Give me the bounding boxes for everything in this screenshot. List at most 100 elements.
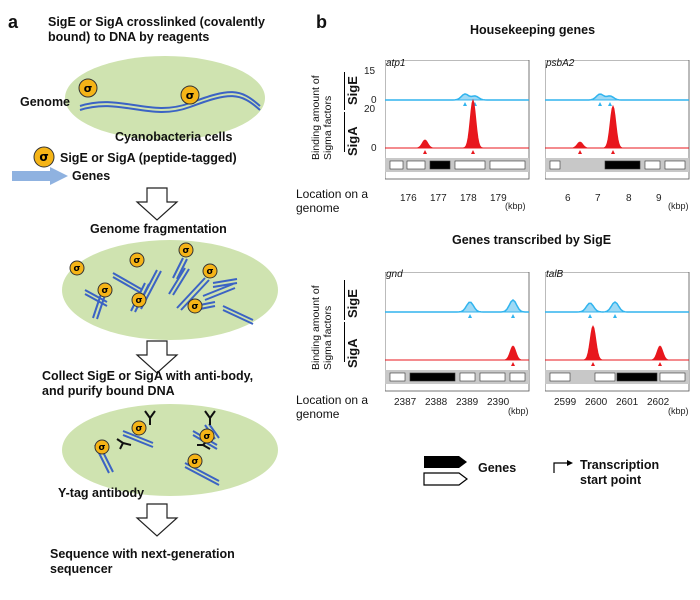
sigma-factor-icon: σ	[69, 260, 85, 276]
sige-track-label: SigE	[345, 289, 360, 318]
down-arrow-icon	[135, 187, 179, 221]
tick-label: 9	[656, 193, 662, 204]
legend-genes-label: Genes	[478, 461, 517, 475]
gene-title-atp1: atp1	[386, 58, 406, 69]
sigma-factor-icon: σ	[202, 263, 218, 279]
step3-text: Collect SigE or SigA with anti-body, and…	[42, 369, 254, 398]
tick-label: 6	[565, 193, 571, 204]
sige-track-label: SigE	[345, 76, 360, 105]
gene	[459, 372, 476, 382]
gene	[479, 372, 506, 382]
cyanobacteria-cell	[65, 56, 265, 140]
tick-label: 2602	[647, 397, 670, 408]
sigma-factor-icon: σ	[129, 252, 145, 268]
tick-label: 176	[400, 193, 417, 204]
genes-arrow-icon	[12, 167, 68, 185]
unit-label: (kbp)	[508, 406, 529, 416]
gene	[389, 372, 406, 382]
sige-peak-marker	[613, 314, 617, 318]
gene	[549, 372, 571, 382]
sige-scale-max: 15	[364, 66, 376, 77]
gene	[659, 372, 686, 382]
siga-scale-max: 20	[364, 104, 376, 115]
sige-scale-line	[344, 72, 345, 110]
svg-text:σ: σ	[98, 443, 105, 453]
svg-text:σ: σ	[203, 432, 210, 442]
sige-scale-zero: 0	[371, 95, 377, 106]
step4-text: Sequence with next-generation sequencer	[50, 547, 235, 576]
svg-text:σ: σ	[73, 264, 80, 274]
gene-title-gnd: gnd	[386, 269, 403, 280]
gene	[389, 160, 404, 170]
unit-label: (kbp)	[505, 201, 526, 211]
tick-label: 179	[490, 193, 507, 204]
genome-dna-strand	[79, 91, 261, 109]
svg-text:σ: σ	[84, 82, 93, 95]
antibody-label: Y-tag antibody	[58, 486, 145, 500]
gene	[406, 160, 426, 170]
tick-label: 2387	[394, 397, 417, 408]
svg-text:σ: σ	[191, 457, 198, 467]
sigma-factor-icon: σ	[178, 242, 194, 258]
legend-genes-text: Genes	[72, 169, 111, 183]
tick-label: 177	[430, 193, 447, 204]
sigma-factor-icon: σ	[94, 439, 110, 455]
target-gene	[409, 372, 456, 382]
gene-track	[385, 370, 529, 384]
tick-label: 2390	[487, 397, 510, 408]
svg-text:σ: σ	[101, 286, 108, 296]
gene	[509, 372, 526, 382]
svg-text:σ: σ	[135, 296, 142, 306]
panel-b-label: b	[316, 12, 327, 32]
genome-label: Genome	[20, 95, 71, 109]
svg-text:σ: σ	[206, 267, 213, 277]
gene-title-talB: talB	[546, 269, 564, 280]
unit-label: (kbp)	[668, 201, 689, 211]
tss-arrow-icon	[553, 460, 573, 473]
gnd-track-plot	[385, 272, 530, 392]
sigma-factor-icon: σ	[187, 298, 203, 314]
target-gene	[616, 372, 658, 382]
target-gene	[429, 160, 451, 170]
siga-track-label: SigA	[345, 126, 360, 156]
sigma-legend-icon: σ	[33, 146, 55, 168]
svg-text:σ: σ	[135, 424, 142, 434]
siga-peak-marker	[423, 150, 427, 154]
tick-label: 8	[626, 193, 632, 204]
gene	[664, 160, 686, 170]
siga-peak-marker	[591, 362, 595, 366]
gene	[454, 160, 486, 170]
panel-a-label: a	[8, 12, 19, 32]
siga-scale-zero: 0	[371, 143, 377, 154]
target-gene	[604, 160, 641, 170]
psbA2-track-plot	[545, 60, 690, 180]
svg-text:σ: σ	[182, 246, 189, 256]
sige-peak-marker	[588, 314, 592, 318]
siga-peak-marker	[611, 150, 615, 154]
talB-track-plot	[545, 272, 690, 392]
sige-scale-line	[344, 280, 345, 320]
sige-peak-marker	[511, 314, 515, 318]
step1-text: SigE or SigA crosslinked (covalently bou…	[48, 15, 265, 44]
unit-label: (kbp)	[668, 406, 689, 416]
sige-peak-marker	[468, 314, 472, 318]
siga-peak-marker	[511, 362, 515, 366]
cell-genome-diagram: σ σ	[65, 56, 265, 140]
tick-label: 178	[460, 193, 477, 204]
siga-scale-line	[344, 112, 345, 152]
sige-peak-marker	[598, 102, 602, 106]
gene-legend-open-icon	[423, 472, 468, 486]
gene	[489, 160, 526, 170]
sige-genes-title: Genes transcribed by SigE	[452, 233, 612, 247]
svg-text:σ: σ	[39, 150, 48, 164]
sige-peak-marker	[608, 102, 612, 106]
svg-text:σ: σ	[186, 89, 195, 102]
sigma-factor-icon: σ	[131, 292, 147, 308]
gene-title-psbA2: psbA2	[546, 58, 575, 69]
step2-text: Genome fragmentation	[90, 222, 227, 236]
gene	[549, 160, 561, 170]
